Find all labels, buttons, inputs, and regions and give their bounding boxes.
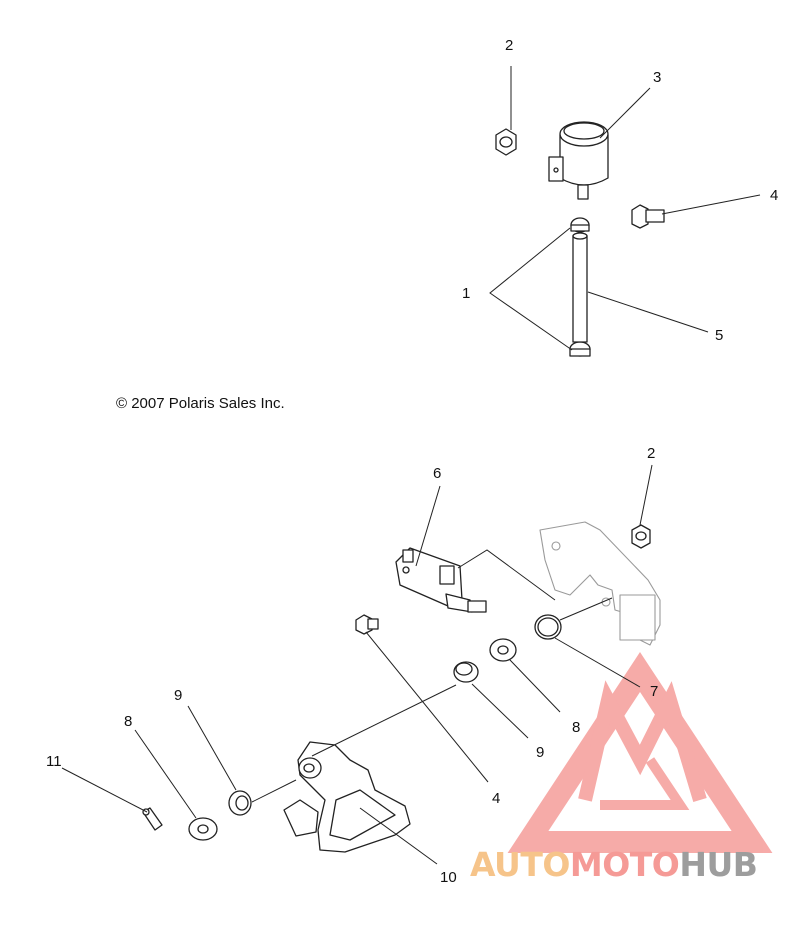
callout-4-top: 4 <box>770 187 778 204</box>
callout-10: 10 <box>440 869 457 886</box>
watermark-auto: AUTO <box>470 845 570 884</box>
callout-2-top: 2 <box>505 37 513 54</box>
clamp-part-bottom <box>569 341 591 357</box>
nut-part-mid <box>631 524 651 549</box>
washer-part-left <box>188 817 218 841</box>
callout-1: 1 <box>462 285 470 302</box>
callout-11: 11 <box>46 753 62 770</box>
callout-5: 5 <box>715 327 723 344</box>
callout-8-right: 8 <box>572 719 580 736</box>
clamp-part-top <box>570 217 590 233</box>
watermark-text: AUTOMOTOHUB <box>470 845 758 884</box>
spring-clip-part <box>534 614 562 640</box>
callout-9-left: 9 <box>174 687 182 704</box>
callout-2-mid: 2 <box>647 445 655 462</box>
copyright-text: © 2007 Polaris Sales Inc. <box>116 395 285 412</box>
brake-pedal-part <box>283 741 411 853</box>
callout-4-bottom: 4 <box>492 790 500 807</box>
watermark-logo-icon <box>507 652 773 853</box>
master-cylinder-part <box>395 547 487 613</box>
bushing-part-left <box>228 790 252 816</box>
callout-3: 3 <box>653 69 661 86</box>
callout-8-left: 8 <box>124 713 132 730</box>
bolt-part-bottom <box>355 614 379 635</box>
mounting-bracket-ghost <box>539 521 661 646</box>
watermark-hub: HUB <box>679 845 758 884</box>
watermark-moto: MOTO <box>569 845 680 884</box>
callout-6: 6 <box>433 465 441 482</box>
bolt-part-top <box>631 204 665 229</box>
hose-part <box>572 232 588 343</box>
washer-part-right <box>489 638 517 662</box>
bushing-part-right <box>453 661 479 683</box>
callout-7: 7 <box>650 683 658 700</box>
reservoir-part <box>548 121 609 200</box>
callout-9-right: 9 <box>536 744 544 761</box>
nut-part-top <box>495 128 517 156</box>
